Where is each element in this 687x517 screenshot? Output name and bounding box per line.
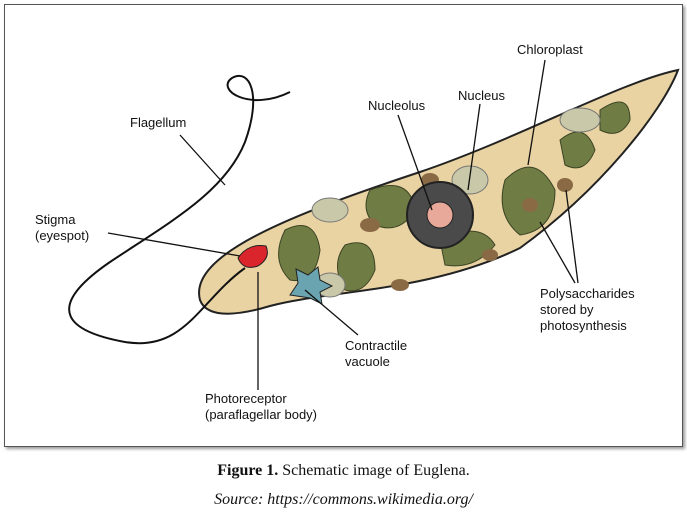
label-photoreceptor-line1: Photoreceptor: [205, 391, 287, 406]
label-flagellum: Flagellum: [130, 115, 187, 130]
chloroplast: [599, 101, 631, 134]
caption-text: Schematic image of Euglena.: [278, 462, 470, 479]
label-stigma: Stigma(eyespot): [35, 212, 89, 244]
stigma-eyespot: [237, 245, 268, 268]
contractile-vacuole: [289, 266, 334, 305]
euglena-diagram: [68, 59, 680, 390]
figure-label: Figure 1.: [217, 462, 279, 479]
label-nucleolus: Nucleolus: [368, 98, 426, 113]
chloroplast: [559, 131, 596, 169]
label-stigma-line1: Stigma: [35, 212, 76, 227]
figure-source: Source: https://commons.wikimedia.org/: [214, 491, 473, 508]
chloroplast: [337, 242, 376, 292]
figure-caption: Figure 1. Schematic image of Euglena.: [0, 462, 687, 480]
paramylon: [311, 197, 349, 223]
label-polysaccharides-line3: photosynthesis: [540, 318, 627, 333]
label-contractile-line1: Contractile: [345, 338, 408, 353]
leader-lines: [107, 59, 579, 390]
label-photoreceptor: Photoreceptor(paraflagellar body): [205, 391, 317, 423]
nucleolus: [426, 201, 454, 229]
label-contractile-line2: vacuole: [345, 354, 390, 369]
chloroplast: [365, 185, 416, 229]
label-chloroplast: Chloroplast: [517, 42, 583, 57]
flagellum: [68, 75, 291, 345]
label-polysaccharides-line2: stored by: [540, 302, 594, 317]
paramylon: [559, 107, 601, 133]
label-polysaccharides-line1: Polysaccharides: [540, 286, 635, 301]
label-photoreceptor-line2: (paraflagellar body): [205, 407, 318, 422]
label-nucleus: Nucleus: [458, 88, 505, 103]
label-stigma-line2: (eyespot): [35, 228, 90, 243]
